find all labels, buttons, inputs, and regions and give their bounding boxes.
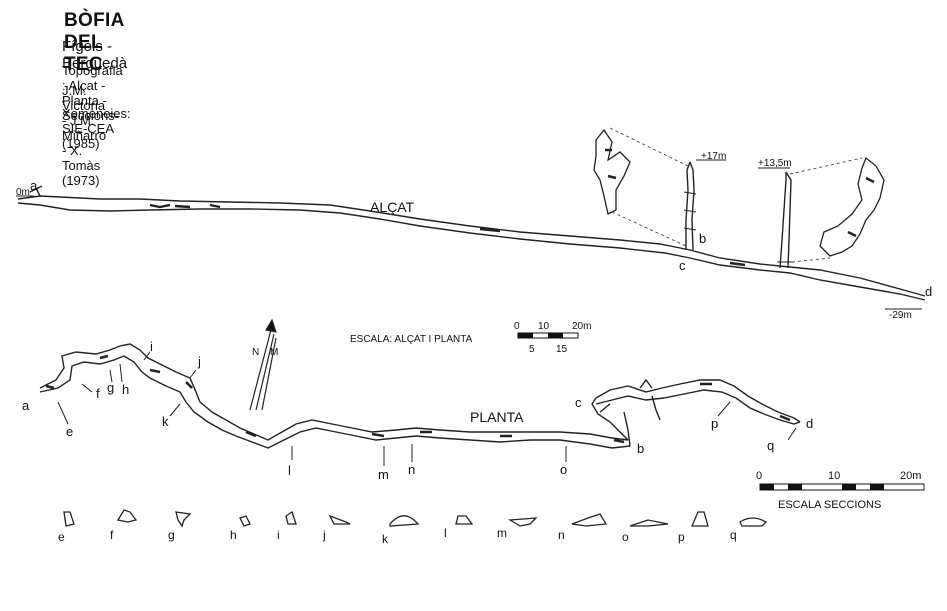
section-label-n: n [558, 528, 565, 542]
plan-letter-f: f [96, 386, 100, 401]
elevation-letter-a: a [30, 178, 38, 193]
section-h-shape [239, 515, 251, 527]
elevation-profile [17, 185, 926, 301]
north-label: N [252, 347, 259, 358]
plan-letter-b: b [637, 441, 644, 456]
sections-scale-bar [759, 483, 925, 491]
chimney-b-detail [593, 128, 631, 215]
section-k-shape [389, 515, 420, 527]
sections-scale-tick-10: 10 [828, 470, 840, 482]
plan-letter-h: h [122, 382, 129, 397]
section-p-shape [691, 511, 709, 527]
depth-start: 0m [16, 187, 30, 198]
plan-scale-label: ESCALA: ALÇAT I PLANTA [350, 334, 473, 345]
plan-scale-bar [517, 332, 579, 339]
chimneys-credit: Xemeneies: SIE-CEA (1985) [62, 106, 131, 151]
plan-label: PLANTA [470, 409, 524, 425]
plan-letter-q: q [767, 438, 774, 453]
plan-letter-a: a [22, 398, 30, 413]
magnetic-label: M [270, 347, 278, 358]
plan-infill [45, 354, 791, 444]
chimney-c-detail [819, 156, 885, 257]
plan-letter-o: o [560, 462, 567, 477]
plan-scale-tick-0: 0 [514, 321, 520, 332]
section-g-shape [175, 511, 192, 528]
chimney-c [777, 171, 794, 269]
sections-scale-tick-0: 0 [756, 470, 762, 482]
elevation-letter-b: b [699, 231, 706, 246]
section-labels: e f g h i j k l m n o p q [58, 526, 737, 546]
sections-scale-tick-20: 20m [900, 470, 921, 482]
plan-letter-d: d [806, 416, 813, 431]
section-label-j: j [322, 528, 326, 542]
plan-letter-c: c [575, 395, 582, 410]
plan-outline [39, 343, 801, 449]
section-o-shape [629, 519, 669, 527]
section-label-k: k [382, 532, 389, 546]
plan-scale-tick-20: 20m [572, 321, 591, 332]
section-q-shape [739, 517, 768, 527]
section-label-p: p [678, 530, 685, 544]
plan-letter-g: g [107, 380, 114, 395]
plan-letter-l: l [288, 463, 291, 478]
plan-letter-j: j [197, 354, 201, 369]
elevation-label: ALÇAT [370, 199, 415, 215]
section-label-q: q [730, 528, 737, 542]
plan-scale-tick-5: 5 [529, 344, 535, 355]
plan-letter-i: i [150, 339, 153, 354]
topography-credit: Topografia : Alçat - Planta - Seccions- [62, 63, 123, 123]
plan-scale-tick-15: 15 [556, 344, 568, 355]
cave-title: BÒFIA DEL TEC [64, 10, 124, 75]
depth-end: -29m [889, 310, 912, 321]
elevation-letter-c: c [679, 258, 686, 273]
section-l-shape [455, 515, 474, 525]
north-arrow [249, 318, 277, 411]
section-m-shape [507, 517, 538, 527]
height-markers [16, 159, 922, 310]
section-label-m: m [497, 526, 507, 540]
chimney-b-height: +17m [701, 151, 726, 162]
elevation-letter-d: d [925, 284, 932, 299]
section-label-l: l [444, 526, 447, 540]
section-j-shape [328, 514, 351, 525]
section-e-shape [63, 511, 75, 527]
plan-letter-p: p [711, 416, 718, 431]
section-label-g: g [168, 528, 175, 542]
plan-letter-m: m [378, 467, 389, 482]
section-n-shape [571, 513, 608, 527]
authors-credit: J.M. Victoria - J.M. Miñarro - X. Tomàs … [62, 83, 107, 188]
section-label-i: i [277, 528, 280, 542]
detail-dash-lines-b [609, 127, 689, 247]
cross-sections [63, 509, 768, 528]
plan-letter-leaders [57, 351, 797, 466]
plan-letter-k: k [162, 414, 169, 429]
location-subtitle: Fígols - Berguedà [62, 38, 128, 72]
section-label-h: h [230, 528, 237, 542]
section-i-shape [285, 510, 297, 525]
sections-scale-label: ESCALA SECCIONS [778, 499, 881, 511]
chimney-b [683, 161, 697, 251]
plan-letter-n: n [408, 462, 415, 477]
plan-letter-e: e [66, 424, 73, 439]
section-label-e: e [58, 530, 65, 544]
plan-scale-tick-10: 10 [538, 321, 550, 332]
section-label-o: o [622, 530, 629, 544]
detail-dash-lines-c [789, 157, 863, 263]
section-f-shape [116, 509, 138, 523]
section-label-f: f [110, 528, 114, 542]
chimney-c-height: +13,5m [758, 158, 792, 169]
